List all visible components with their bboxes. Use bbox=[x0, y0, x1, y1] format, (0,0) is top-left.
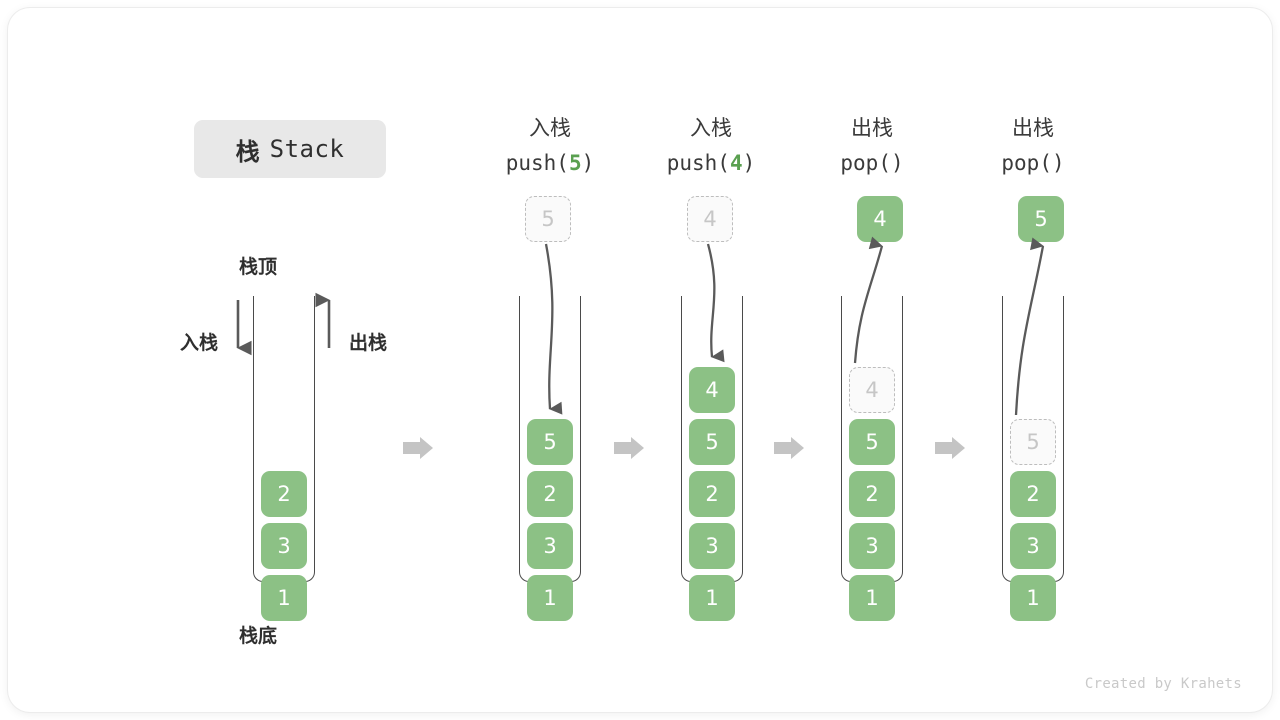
pop-direction-label: 出栈 bbox=[349, 332, 388, 354]
push-direction-label: 入栈 bbox=[180, 332, 219, 354]
floating-cell-pop-4: 4 bbox=[857, 196, 903, 242]
step-separator-arrow bbox=[403, 437, 433, 459]
operation-code: pop() bbox=[840, 151, 904, 176]
operation-name-cn: 入栈 bbox=[690, 116, 732, 140]
operation-arg: 4 bbox=[729, 151, 743, 176]
stack-cell: 5 bbox=[849, 419, 895, 465]
stack-cell-ghost: 4 bbox=[849, 367, 895, 413]
stack-cell: 1 bbox=[689, 575, 735, 621]
operation-name-cn: 出栈 bbox=[851, 116, 893, 140]
operation-caption-pop-5: 出栈 pop() bbox=[948, 113, 1118, 179]
stack-cell: 2 bbox=[1010, 471, 1056, 517]
stack-cell: 2 bbox=[261, 471, 307, 517]
operation-code: pop() bbox=[1001, 151, 1065, 176]
stack-cell: 1 bbox=[1010, 575, 1056, 621]
footer-credit: Created by Krahets bbox=[1084, 676, 1242, 692]
operation-code: push(5) bbox=[505, 151, 595, 176]
stack-cell: 2 bbox=[849, 471, 895, 517]
diagram-title: 栈 Stack bbox=[194, 120, 386, 178]
stack-cell: 1 bbox=[527, 575, 573, 621]
stack-top-label: 栈顶 bbox=[239, 256, 278, 278]
operation-code: push(4) bbox=[666, 151, 756, 176]
title-cn: 栈 bbox=[235, 137, 260, 166]
step-separator-arrow bbox=[614, 437, 644, 459]
stack-cell-ghost: 5 bbox=[1010, 419, 1056, 465]
operation-caption-push-5: 入栈 push(5) bbox=[465, 113, 635, 179]
stack-cell: 2 bbox=[527, 471, 573, 517]
stack-cell: 3 bbox=[689, 523, 735, 569]
operation-caption-push-4: 入栈 push(4) bbox=[626, 113, 796, 179]
stack-cell: 3 bbox=[1010, 523, 1056, 569]
stack-cell: 3 bbox=[261, 523, 307, 569]
operation-caption-pop-4: 出栈 pop() bbox=[787, 113, 957, 179]
title-en: Stack bbox=[269, 135, 345, 163]
floating-cell-pop-5: 5 bbox=[1018, 196, 1064, 242]
operation-arg: 5 bbox=[568, 151, 582, 176]
stack-cell: 1 bbox=[261, 575, 307, 621]
stack-cell: 2 bbox=[689, 471, 735, 517]
operation-name-cn: 入栈 bbox=[529, 116, 571, 140]
stack-cell: 5 bbox=[689, 419, 735, 465]
step-separator-arrow bbox=[774, 437, 804, 459]
diagram-card: 栈 Stack 栈顶 栈底 入栈 出栈 2 3 1 5 2 3 1 5 入栈 push(5) 4 5 2… bbox=[8, 8, 1272, 712]
stack-cell: 1 bbox=[849, 575, 895, 621]
operation-name-cn: 出栈 bbox=[1012, 116, 1054, 140]
stack-cell: 3 bbox=[527, 523, 573, 569]
stack-cell: 5 bbox=[527, 419, 573, 465]
floating-cell-push-4: 4 bbox=[687, 196, 733, 242]
stack-cell: 3 bbox=[849, 523, 895, 569]
floating-cell-push-5: 5 bbox=[525, 196, 571, 242]
stack-cell: 4 bbox=[689, 367, 735, 413]
stack-bottom-label: 栈底 bbox=[239, 625, 278, 647]
step-separator-arrow bbox=[935, 437, 965, 459]
